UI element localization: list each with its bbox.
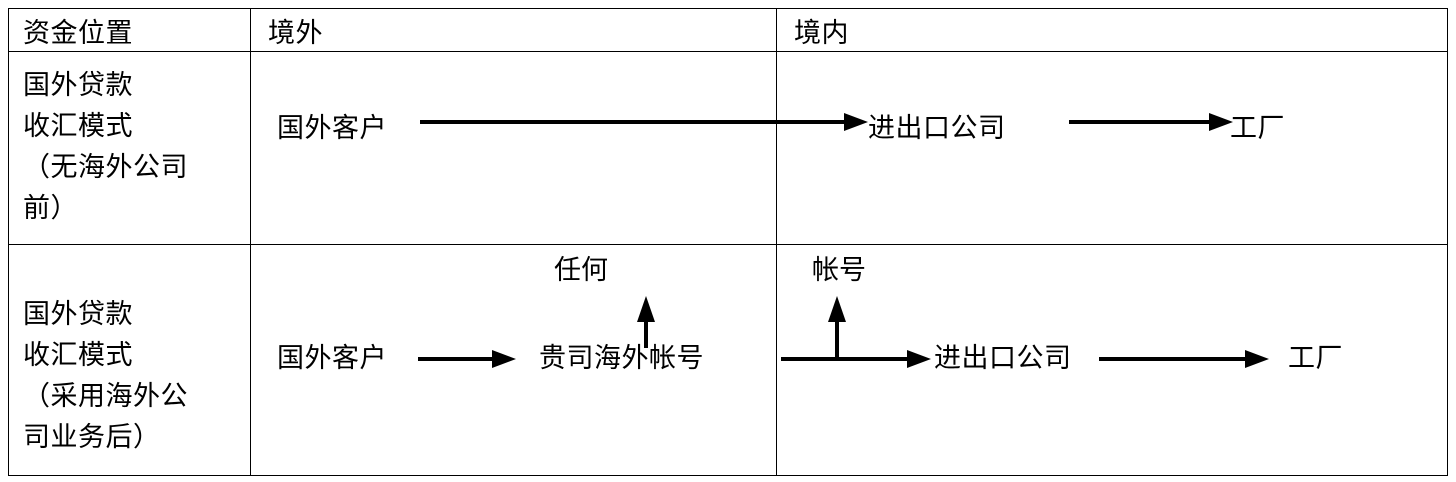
- column-divider-2: [776, 9, 777, 475]
- row2-arrow-company-to-factory: [1099, 350, 1269, 368]
- row2-arrow-up-import-export-company: [828, 296, 846, 358]
- funds-position-table: 资金位置 境外 境内 国外贷款 收汇模式 （无海外公司 前） 国外客户 进出口公…: [8, 8, 1448, 476]
- row2-node-import-export-company: 进出口公司: [934, 343, 1072, 373]
- header-cell-onshore: 境内: [776, 9, 1447, 51]
- row1-onshore-cell: 进出口公司 工厂: [776, 51, 1447, 244]
- row2-node-factory: 工厂: [1288, 343, 1343, 373]
- row2-onshore-up-label: 帐号: [812, 255, 866, 285]
- row2-arrow-customer-to-offshore-account: [418, 350, 516, 368]
- row2-mode-label: 国外贷款 收汇模式 （采用海外公 司业务后）: [23, 299, 188, 452]
- header-cell-offshore: 境外: [250, 9, 776, 51]
- row2-label-cell: 国外贷款 收汇模式 （采用海外公 司业务后）: [9, 244, 250, 475]
- row1-arrow-company-to-factory: [1069, 113, 1233, 131]
- row-divider-header: [9, 51, 1447, 52]
- row2-offshore-up-label: 任何: [554, 255, 608, 285]
- row1-node-factory: 工厂: [1230, 113, 1285, 143]
- header-label-offshore: 境外: [268, 18, 323, 48]
- row2-onshore-cell: 进出口公司 工厂 帐号: [776, 244, 1447, 475]
- row2-node-foreign-customer: 国外客户: [277, 343, 387, 373]
- row1-arrow-customer-to-company: [420, 113, 868, 131]
- header-label-onshore: 境内: [794, 18, 849, 48]
- row1-mode-label: 国外贷款 收汇模式 （无海外公司 前）: [23, 70, 188, 223]
- row1-label-cell: 国外贷款 收汇模式 （无海外公司 前）: [9, 51, 250, 244]
- header-label-funds-position: 资金位置: [23, 18, 133, 48]
- column-divider-1: [250, 9, 251, 475]
- header-cell-funds-position: 资金位置: [9, 9, 250, 51]
- row1-offshore-cell: 国外客户: [250, 51, 776, 244]
- row2-node-offshore-account: 贵司海外帐号: [539, 343, 704, 373]
- row1-node-import-export-company: 进出口公司: [868, 113, 1006, 143]
- row2-offshore-cell: 国外客户 贵司海外帐号 任何: [250, 244, 776, 475]
- row1-node-foreign-customer: 国外客户: [277, 113, 387, 143]
- row2-arrow-up-offshore-account: [637, 296, 655, 348]
- row2-arrow-offshore-account-to-company: [781, 350, 931, 368]
- row-divider-middle: [9, 244, 1447, 245]
